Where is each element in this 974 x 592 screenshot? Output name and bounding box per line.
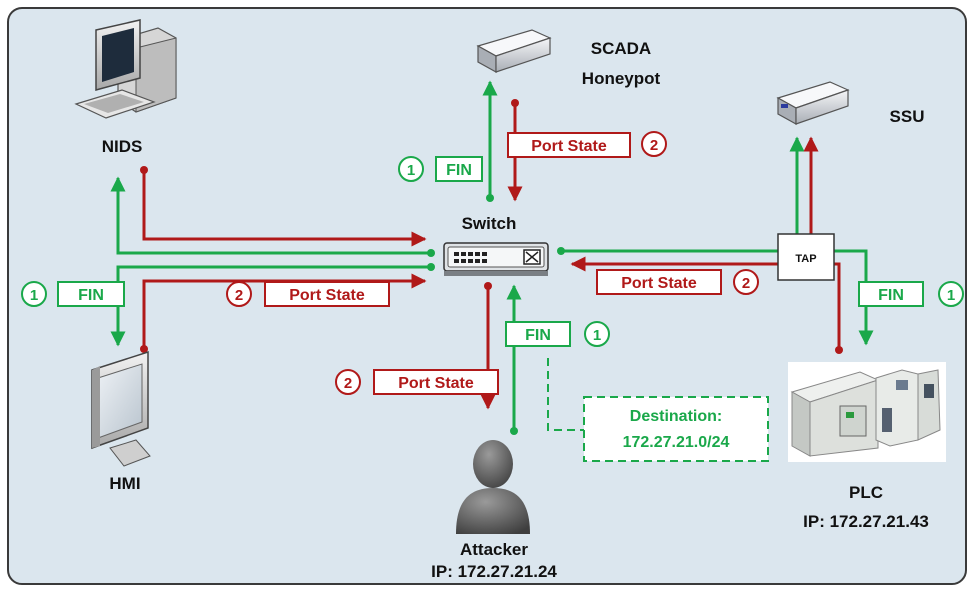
fin-arrow-to-plc xyxy=(834,249,874,346)
port-state-text: Port State xyxy=(621,275,697,292)
monitor-icon xyxy=(91,350,151,467)
honeypot-fin-label: 1 FIN xyxy=(398,156,483,182)
step-marker-1 xyxy=(938,281,964,307)
step-number: 1 xyxy=(30,287,38,304)
fin-arrow-to-hmi xyxy=(110,265,431,347)
desktop-computer-icon xyxy=(74,19,177,119)
ssu-appliance-icon xyxy=(776,81,850,126)
plc-ip: IP: 172.27.21.43 xyxy=(803,512,929,531)
attacker-ip: IP: 172.27.21.24 xyxy=(431,562,557,581)
destination-subnet: 172.27.21.0/24 xyxy=(623,434,730,451)
step-marker-1 xyxy=(398,156,424,182)
destination-label: Destination: xyxy=(630,408,722,425)
callout-leader xyxy=(547,358,584,431)
honeypot-label-line2: Honeypot xyxy=(582,69,661,88)
tap-label: TAP xyxy=(795,253,816,265)
tap-device: TAP xyxy=(777,233,835,281)
network-switch-icon xyxy=(443,242,549,276)
honeypot-port-state-label: Port State 2 xyxy=(507,131,667,158)
plc-fin-label: FIN 1 xyxy=(858,281,964,307)
fin-text: FIN xyxy=(525,327,551,344)
port-state-text: Port State xyxy=(289,287,365,304)
port-state-text: Port State xyxy=(398,375,474,392)
step-marker-1 xyxy=(21,281,47,307)
honeypot-appliance-icon xyxy=(476,29,552,74)
step-number: 2 xyxy=(235,287,243,304)
step-number: 2 xyxy=(650,137,658,154)
hmi-label: HMI xyxy=(109,474,140,493)
tap-box xyxy=(777,233,835,281)
attacker-fin-label: FIN 1 xyxy=(505,321,610,347)
tap-port-state-label: Port State 2 xyxy=(596,269,759,295)
step-number: 1 xyxy=(407,162,415,179)
port-state-line-plc-to-tap xyxy=(834,262,841,350)
port-state-text: Port State xyxy=(531,138,607,155)
plc-label: PLC xyxy=(849,483,883,502)
switch-label: Switch xyxy=(462,214,517,233)
step-marker-2 xyxy=(733,269,759,295)
hmi-fin-label: 1 FIN xyxy=(21,281,125,307)
fin-text: FIN xyxy=(446,162,472,179)
fin-box xyxy=(505,321,571,347)
port-state-box xyxy=(507,132,631,158)
port-state-box xyxy=(264,281,390,307)
plc-hardware-icon xyxy=(788,362,946,462)
step-number: 2 xyxy=(742,275,750,292)
port-state-origin-dots xyxy=(140,99,843,354)
attacker-label: Attacker xyxy=(460,540,528,559)
step-number: 2 xyxy=(344,375,352,392)
port-state-box xyxy=(596,269,722,295)
fin-paths xyxy=(110,80,874,430)
step-number: 1 xyxy=(947,287,955,304)
honeypot-label-line1: SCADA xyxy=(591,39,651,58)
fin-text: FIN xyxy=(78,287,104,304)
step-marker-2 xyxy=(226,281,252,307)
fin-arrow-to-nids xyxy=(110,176,431,255)
hmi-port-state-label: 2 Port State xyxy=(226,281,390,307)
fin-box xyxy=(57,281,125,307)
step-marker-1 xyxy=(584,321,610,347)
destination-callout: Destination: 172.27.21.0/24 xyxy=(547,358,769,462)
attacker-port-state-label: 2 Port State xyxy=(335,369,499,395)
step-marker-2 xyxy=(641,131,667,157)
fin-text: FIN xyxy=(878,287,904,304)
destination-box xyxy=(583,396,769,462)
step-number: 1 xyxy=(593,327,601,344)
port-state-box xyxy=(373,369,499,395)
fin-origin-dots xyxy=(427,194,565,435)
port-state-arrow-from-nids xyxy=(142,170,427,247)
nids-label: NIDS xyxy=(102,137,143,156)
fin-box xyxy=(435,156,483,182)
user-silhouette-icon xyxy=(456,440,530,534)
fin-box xyxy=(858,281,924,307)
step-marker-2 xyxy=(335,369,361,395)
ssu-label: SSU xyxy=(890,107,925,126)
